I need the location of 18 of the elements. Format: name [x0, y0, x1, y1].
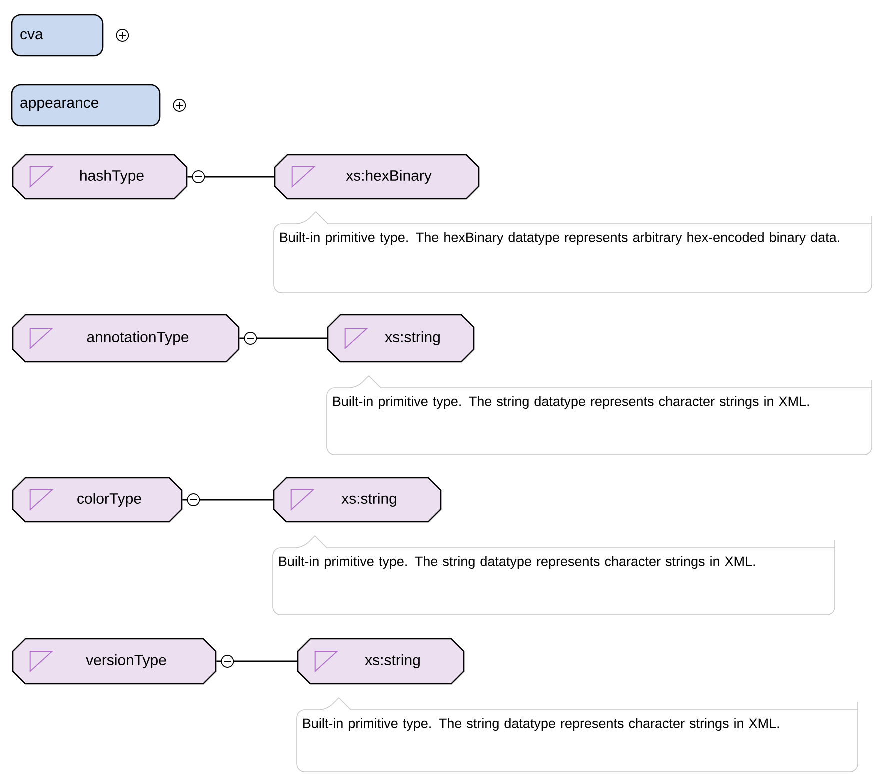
connector-line: [240, 338, 328, 340]
type-box: xs:string: [327, 314, 475, 363]
connector-line: [188, 176, 274, 178]
type-box: hashType: [12, 154, 188, 200]
connector-line: [216, 660, 298, 662]
annotation-callout: Built-in primitive type. The string datatype represents character strings in XML.: [296, 698, 858, 772]
connector-line: [182, 499, 274, 501]
type-box: versionType: [12, 638, 217, 685]
annotation-callout: Built-in primitive type. The string datatype represents character strings in XML.: [326, 376, 872, 456]
type-box: xs:string: [297, 638, 465, 685]
type-box: xs:hexBinary: [274, 154, 480, 200]
type-box: colorType: [12, 477, 183, 523]
annotation-callout: Built-in primitive type. The hexBinary datatype represents arbitrary hex-encoded binary data.: [274, 212, 872, 294]
element-box: cva: [11, 14, 104, 57]
element-box: appearance: [11, 84, 161, 127]
type-box: xs:string: [273, 477, 442, 523]
annotation-callout: Built-in primitive type. The string datatype represents character strings in XML.: [272, 536, 836, 616]
type-box: annotationType: [12, 314, 240, 363]
